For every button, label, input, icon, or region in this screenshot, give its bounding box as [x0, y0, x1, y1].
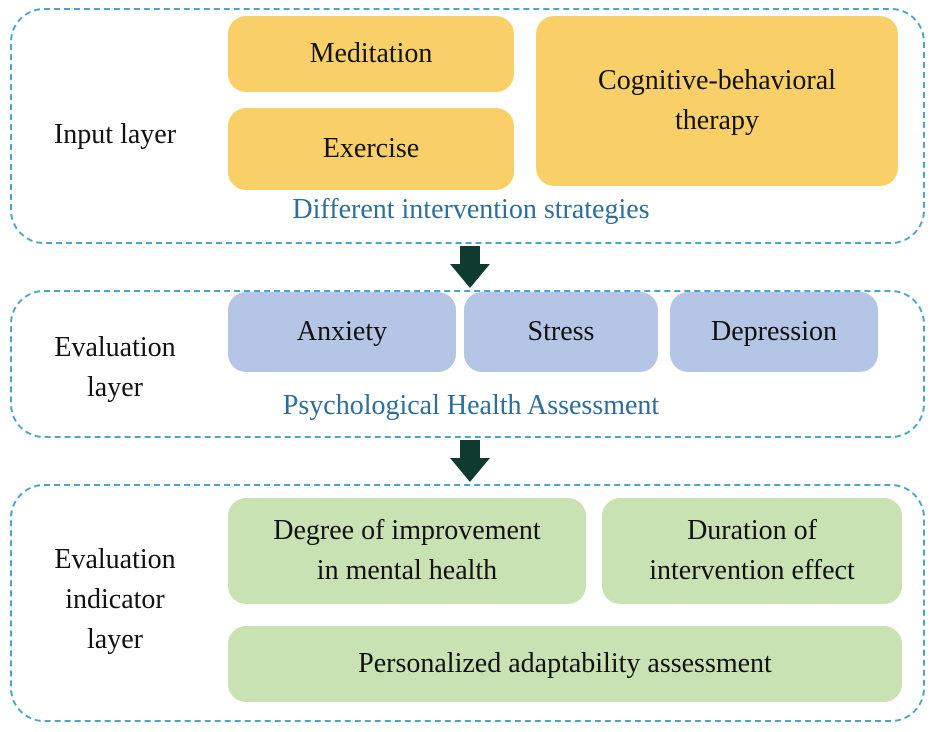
- down-arrow-icon: [450, 440, 490, 482]
- anxiety-box: Anxiety: [228, 292, 456, 372]
- meditation-box: Meditation: [228, 16, 514, 92]
- stress-box: Stress: [464, 292, 658, 372]
- personalized-adaptability-assessment-box: Personalized adaptability assessment: [228, 626, 902, 702]
- input-layer-label: Input layer: [53, 119, 177, 150]
- cognitive-behavioral-therapy-box: Cognitive-behavioral therapy: [536, 16, 898, 186]
- evaluation-indicator-layer-panel: [10, 484, 925, 722]
- evaluation-indicator-layer-label: Evaluation indicator layer: [54, 544, 176, 655]
- psychological-health-assessment-caption: Psychological Health Assessment: [282, 390, 660, 421]
- exercise-box: Exercise: [228, 108, 514, 190]
- degree-of-improvement-box: Degree of improvement in mental health: [228, 498, 586, 604]
- depression-box: Depression: [670, 292, 878, 372]
- down-arrow-icon: [450, 246, 490, 288]
- evaluation-layer-label: Evaluation layer: [54, 332, 176, 403]
- input-layer-panel: [10, 8, 925, 244]
- duration-of-intervention-effect-box: Duration of intervention effect: [602, 498, 902, 604]
- intervention-strategies-caption: Different intervention strategies: [292, 194, 650, 225]
- evaluation-layer-panel: [10, 290, 925, 438]
